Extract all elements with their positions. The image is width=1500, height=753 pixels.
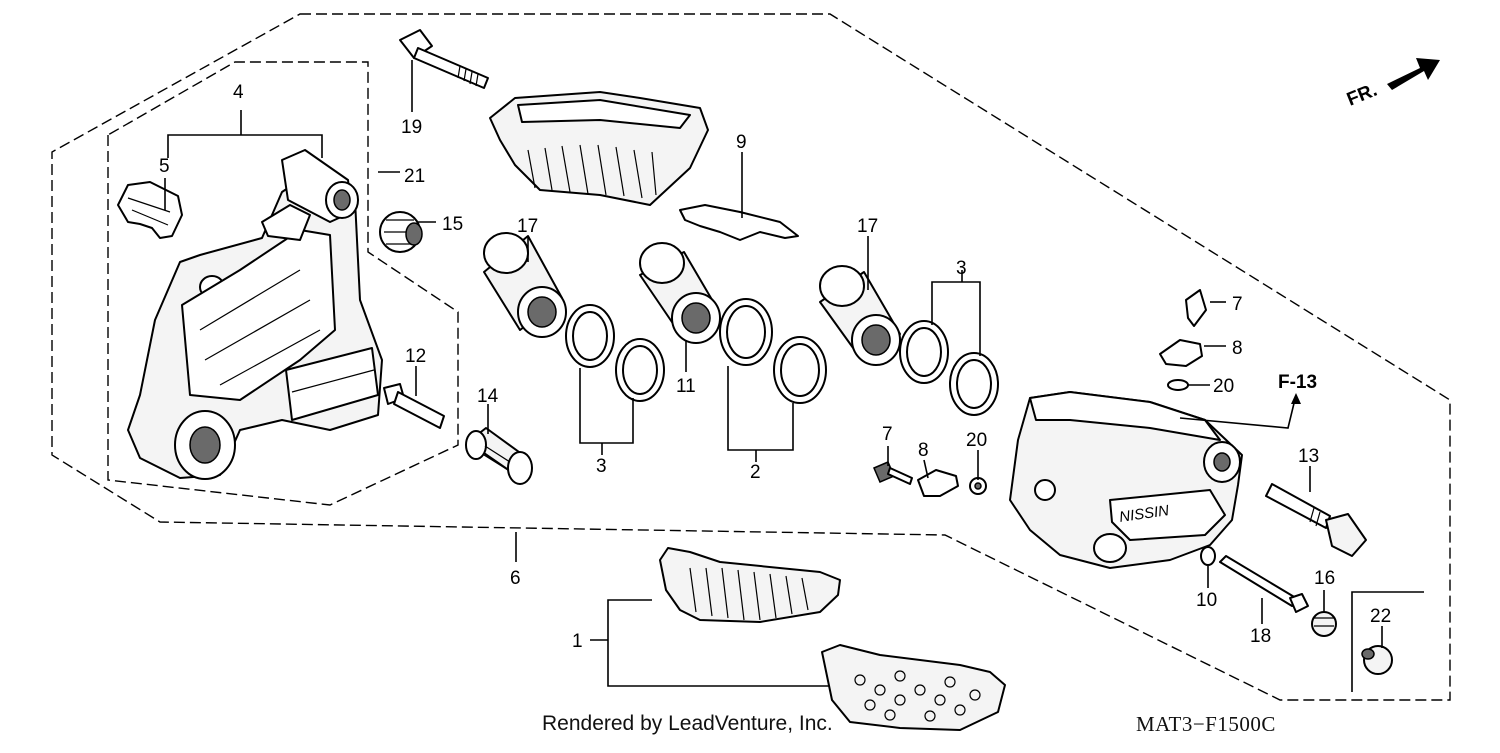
callout-1: 1	[572, 631, 583, 652]
figure-code: MAT3−F1500C	[1136, 712, 1276, 736]
callout-9: 9	[736, 132, 747, 153]
callout-20-upper: 20	[1213, 376, 1234, 397]
callout-7-upper: 7	[1232, 294, 1243, 315]
callout-20-lower: 20	[966, 430, 987, 451]
brake-pad-1-front-part	[659, 547, 841, 623]
bleeder-set-lower-part	[873, 461, 987, 497]
cap-22-part	[1351, 591, 1424, 692]
callout-17-right: 17	[857, 216, 878, 237]
callout-labels: 4 5 21 19 15 9 17 17 3 7 8 20 F-13 12 14…	[159, 82, 1391, 652]
callout-10: 10	[1196, 590, 1217, 611]
callout-12: 12	[405, 346, 426, 367]
callout-22: 22	[1370, 606, 1391, 627]
piston-11-part	[639, 242, 721, 344]
pad-spring-9-part	[679, 204, 799, 241]
bracket-group-outline	[107, 61, 459, 506]
callout-5: 5	[159, 156, 170, 177]
callout-3-lower: 3	[596, 456, 607, 477]
callout-15: 15	[442, 214, 463, 235]
pin-12-part	[383, 383, 445, 429]
caliper-bolt-19-part	[399, 29, 489, 89]
callout-14: 14	[477, 386, 499, 407]
callout-11: 11	[676, 376, 696, 397]
direction-label: FR.	[1344, 80, 1380, 111]
callout-17-left: 17	[517, 216, 538, 237]
piston-17-left-part	[483, 232, 567, 338]
callout-19: 19	[401, 117, 422, 138]
direction-arrow-icon	[1387, 58, 1440, 90]
callout-8-upper: 8	[1232, 338, 1243, 359]
callout-2: 2	[750, 462, 761, 483]
pad-spring-clip-part	[117, 181, 183, 239]
reference-arrow-icon	[1291, 393, 1301, 404]
slide-bolt-13-part	[1265, 483, 1367, 557]
bleeder-set-upper-part	[1159, 289, 1207, 391]
callout-16: 16	[1314, 568, 1335, 589]
piston-seals-part	[565, 298, 999, 416]
front-direction-indicator: FR.	[1344, 58, 1440, 111]
callout-4: 4	[233, 82, 244, 103]
caliper-body-part: NISSIN	[1009, 391, 1243, 569]
leader-lines	[164, 60, 1383, 687]
callout-6: 6	[510, 568, 521, 589]
reference-label: F-13	[1278, 372, 1317, 393]
pin-bolt-18-part	[1200, 546, 1309, 613]
caliper-bracket-part	[127, 149, 383, 480]
render-credit: Rendered by LeadVenture, Inc.	[542, 712, 833, 735]
callout-3-upper: 3	[956, 258, 967, 279]
callout-8-lower: 8	[918, 440, 929, 461]
piston-17-right-part	[819, 265, 901, 366]
upper-brake-pad-part	[489, 91, 709, 206]
plug-16-part	[1311, 611, 1337, 637]
nissin-logo: NISSIN	[1118, 502, 1170, 526]
sleeve-14-part	[465, 427, 533, 485]
callout-18: 18	[1250, 626, 1271, 647]
brake-pad-1-rear-part	[821, 644, 1006, 731]
callout-21: 21	[404, 166, 425, 187]
callout-13: 13	[1298, 446, 1319, 467]
callout-7-lower: 7	[882, 424, 893, 445]
boot-15-part	[379, 211, 423, 253]
